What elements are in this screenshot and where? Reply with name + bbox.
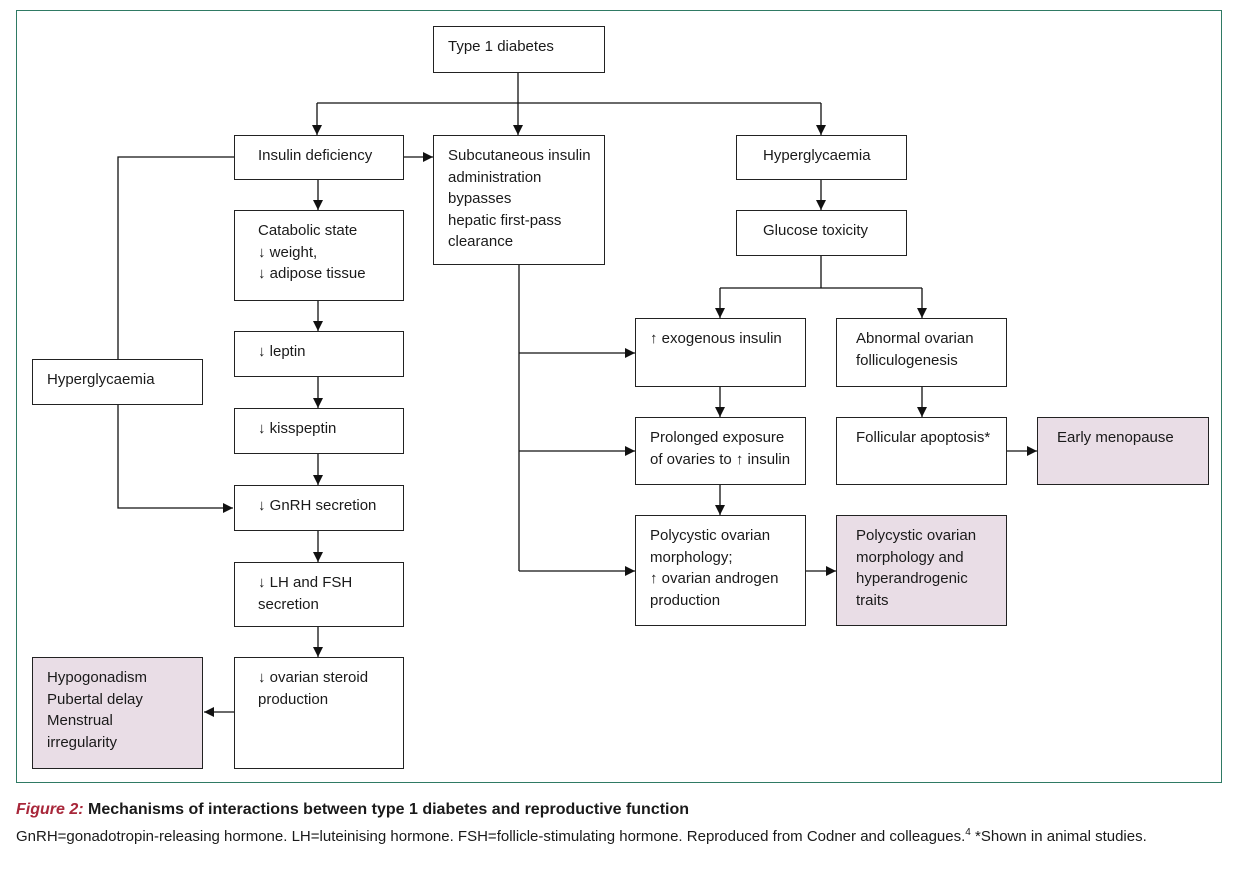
node-pco-traits: Polycystic ovarian morphology and hypera…	[836, 515, 1007, 626]
node-kisspeptin: ↓ kisspeptin	[234, 408, 404, 454]
node-leptin: ↓ leptin	[234, 331, 404, 377]
node-insulin-deficiency: Insulin deficiency	[234, 135, 404, 180]
node-early-menopause: Early menopause	[1037, 417, 1209, 485]
node-exogenous-insulin: ↑ exogenous insulin	[635, 318, 806, 387]
node-hyperglycaemia-right: Hyperglycaemia	[736, 135, 907, 180]
caption-body: GnRH=gonadotropin-releasing hormone. LH=…	[16, 826, 1231, 847]
caption-footnote: *Shown in animal studies.	[970, 828, 1147, 845]
node-prolonged-exposure: Prolonged exposure of ovaries to ↑ insul…	[635, 417, 806, 485]
node-follicular-apoptosis: Follicular apoptosis*	[836, 417, 1007, 485]
node-type-1-diabetes: Type 1 diabetes	[433, 26, 605, 73]
caption-title-text: Mechanisms of interactions between type …	[88, 801, 690, 818]
figure-caption: Figure 2: Mechanisms of interactions bet…	[16, 800, 1231, 847]
node-subcutaneous-insulin: Subcutaneous insulin administration bypa…	[433, 135, 605, 265]
caption-title: Figure 2: Mechanisms of interactions bet…	[16, 800, 1231, 820]
node-pco-morphology: Polycystic ovarian morphology; ↑ ovarian…	[635, 515, 806, 626]
node-ovarian-steroid-production: ↓ ovarian steroid production	[234, 657, 404, 769]
node-catabolic-state: Catabolic state ↓ weight, ↓ adipose tiss…	[234, 210, 404, 301]
node-gnrh-secretion: ↓ GnRH secretion	[234, 485, 404, 531]
node-lh-fsh-secretion: ↓ LH and FSH secretion	[234, 562, 404, 627]
node-hyperglycaemia-left: Hyperglycaemia	[32, 359, 203, 405]
node-abnormal-folliculogenesis: Abnormal ovarian folliculogenesis	[836, 318, 1007, 387]
caption-body-text: GnRH=gonadotropin-releasing hormone. LH=…	[16, 828, 966, 845]
node-glucose-toxicity: Glucose toxicity	[736, 210, 907, 256]
footnote-reference: 4	[965, 827, 971, 838]
figure-frame	[16, 10, 1222, 783]
figure-label: Figure 2:	[16, 801, 84, 818]
node-hypogonadism: Hypogonadism Pubertal delay Menstrual ir…	[32, 657, 203, 769]
